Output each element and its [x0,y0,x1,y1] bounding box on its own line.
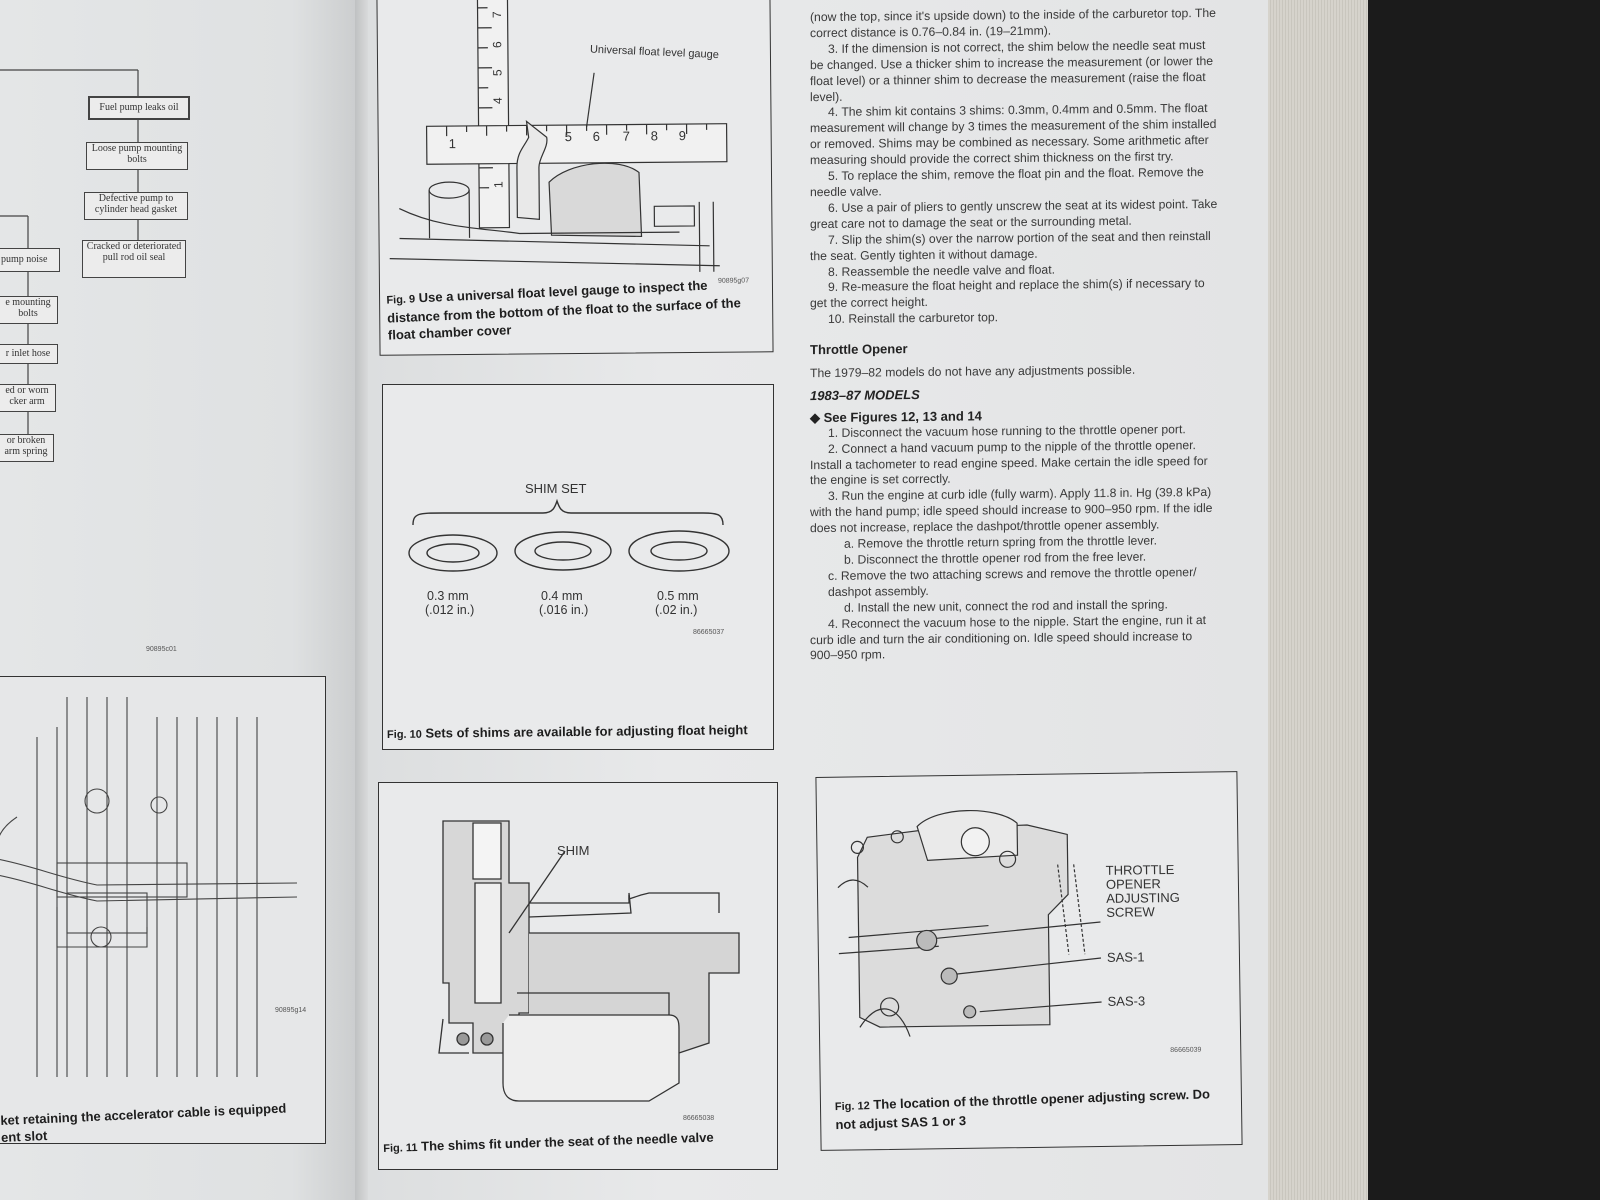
see-figures-text[interactable]: See Figures 12, 13 and 14 [823,408,982,425]
sas-1-label: SAS-1 [1106,949,1145,965]
step-9: 9. Re-measure the float height and repla… [810,276,1205,311]
shim-label: SHIM [557,843,590,858]
fig12-caption-text: The location of the throttle opener adju… [835,1086,1211,1133]
step-7: 7. Slip the shim(s) over the narrow port… [810,228,1211,263]
step-5: 5. To replace the shim, remove the float… [810,165,1204,200]
flowchart-code: 90895c01 [146,646,177,653]
fig12-code: 86665039 [1170,1046,1202,1055]
sas-3-label: SAS-3 [1107,993,1146,1009]
flow-box-mounting-bolts: e mounting bolts [0,296,58,324]
fig10-caption: Fig. 10 Sets of shims are available for … [387,721,767,744]
accelerator-figure-code: 90895g14 [275,1007,307,1014]
shim-3-in: (.02 in.) [655,603,698,617]
fig12-caption-number: Fig. 12 [834,1100,870,1114]
fig12-caption: Fig. 12 The location of the throttle ope… [835,1085,1232,1133]
step-6: 6. Use a pair of pliers to gently unscre… [810,196,1218,231]
fig11-caption: Fig. 11 The shims fit under the seat of … [383,1127,773,1158]
fig9-caption-text: Use a universal float level gauge to ins… [386,277,742,343]
ruler-num-9: 9 [678,128,686,144]
vertical-num-4: 4 [490,97,505,105]
para-continued: (now the top, since it's upside down) to… [810,5,1216,41]
step-3: 3. If the dimension is not correct, the … [810,37,1214,104]
shim-set-drawing [408,498,730,572]
throttle-opener-heading: Throttle Opener [810,341,908,358]
shim-1-mm: 0.3 mm [427,589,469,603]
flow-box-pump-noise: pump noise [0,248,60,272]
page-edges [1268,0,1368,1200]
fig11-code: 86665038 [683,1115,715,1122]
fig10-code: 86665037 [693,629,725,636]
flow-box-fuel-pump-leaks: Fuel pump leaks oil [88,96,190,120]
shim-2-mm: 0.4 mm [541,589,583,603]
shim-2-in: (.016 in.) [539,603,589,617]
fig11-caption-number: Fig. 11 [383,1141,418,1155]
see-figures-bullet-icon: ◆ [810,409,824,425]
vertical-num-6: 6 [490,41,505,49]
ruler-num-5: 5 [564,129,572,145]
flow-box-arm-spring: or broken arm spring [0,434,54,462]
accelerator-cable-drawing [0,697,298,1077]
opener-step-3: 3. Run the engine at curb idle (fully wa… [810,485,1213,536]
ruler-num-1: 1 [448,136,457,152]
step-4: 4. The shim kit contains 3 shims: 0.3mm,… [810,101,1217,168]
ruler-num-6: 6 [592,128,600,144]
opener-substep-c: c. Remove the two attaching screws and r… [828,565,1197,599]
figure-10: SHIM SET 0.3 mm (.012 in.) 0.4 mm (.016 … [382,384,774,750]
vertical-num-1: 1 [491,181,506,189]
opener-step-2: 2. Connect a hand vacuum pump to the nip… [810,437,1208,488]
float-gauge-drawing [389,0,728,272]
figure-9: Universal float level gauge 1 5 6 7 8 9 … [376,0,774,356]
fig11-caption-text: The shims fit under the seat of the need… [420,1129,714,1154]
ruler-num-7: 7 [622,128,630,144]
vertical-num-5: 5 [490,69,505,77]
flow-box-cracked-seal: Cracked or deteriorated pull rod oil sea… [82,240,186,278]
vertical-num-7: 7 [489,11,504,19]
needle-valve-drawing [438,820,740,1102]
flow-box-defective-gasket: Defective pump to cylinder head gasket [84,192,188,220]
fig10-caption-number: Fig. 10 [386,728,422,741]
ruler-num-8: 8 [650,128,658,144]
fig10-caption-text: Sets of shims are available for adjustin… [425,722,748,741]
throttle-opener-drawing [837,809,1102,1037]
flow-box-rocker-arm: ed or worn cker arm [0,384,56,412]
throttle-label-line4: SCREW [1106,904,1155,920]
procedure-text-column: (now the top, since it's upside down) to… [810,6,1220,665]
flow-box-inlet-hose: r inlet hose [0,344,58,364]
figure-11: SHIM 86665038 Fig. 11 The shims fit unde… [378,782,778,1170]
models-1983-87-heading: 1983–87 MODELS [810,386,920,404]
shim-set-title: SHIM SET [525,481,587,496]
left-page: Fuel pump leaks oil Loose pump mounting … [0,0,365,1200]
fig9-caption-number: Fig. 9 [386,293,416,307]
accelerator-cable-figure: 90895g14 [0,676,326,1144]
flow-box-loose-bolts: Loose pump mounting bolts [86,142,188,170]
models-1979-82-note: The 1979–82 models do not have any adjus… [810,362,1136,381]
step-10: 10. Reinstall the carburetor top. [828,310,999,327]
shim-1-in: (.012 in.) [425,603,475,617]
opener-step-4: 4. Reconnect the vacuum hose to the nipp… [810,612,1207,663]
shim-3-mm: 0.5 mm [657,589,699,603]
figure-12: THROTTLE OPENER ADJUSTING SCREW SAS-1 SA… [815,771,1243,1151]
